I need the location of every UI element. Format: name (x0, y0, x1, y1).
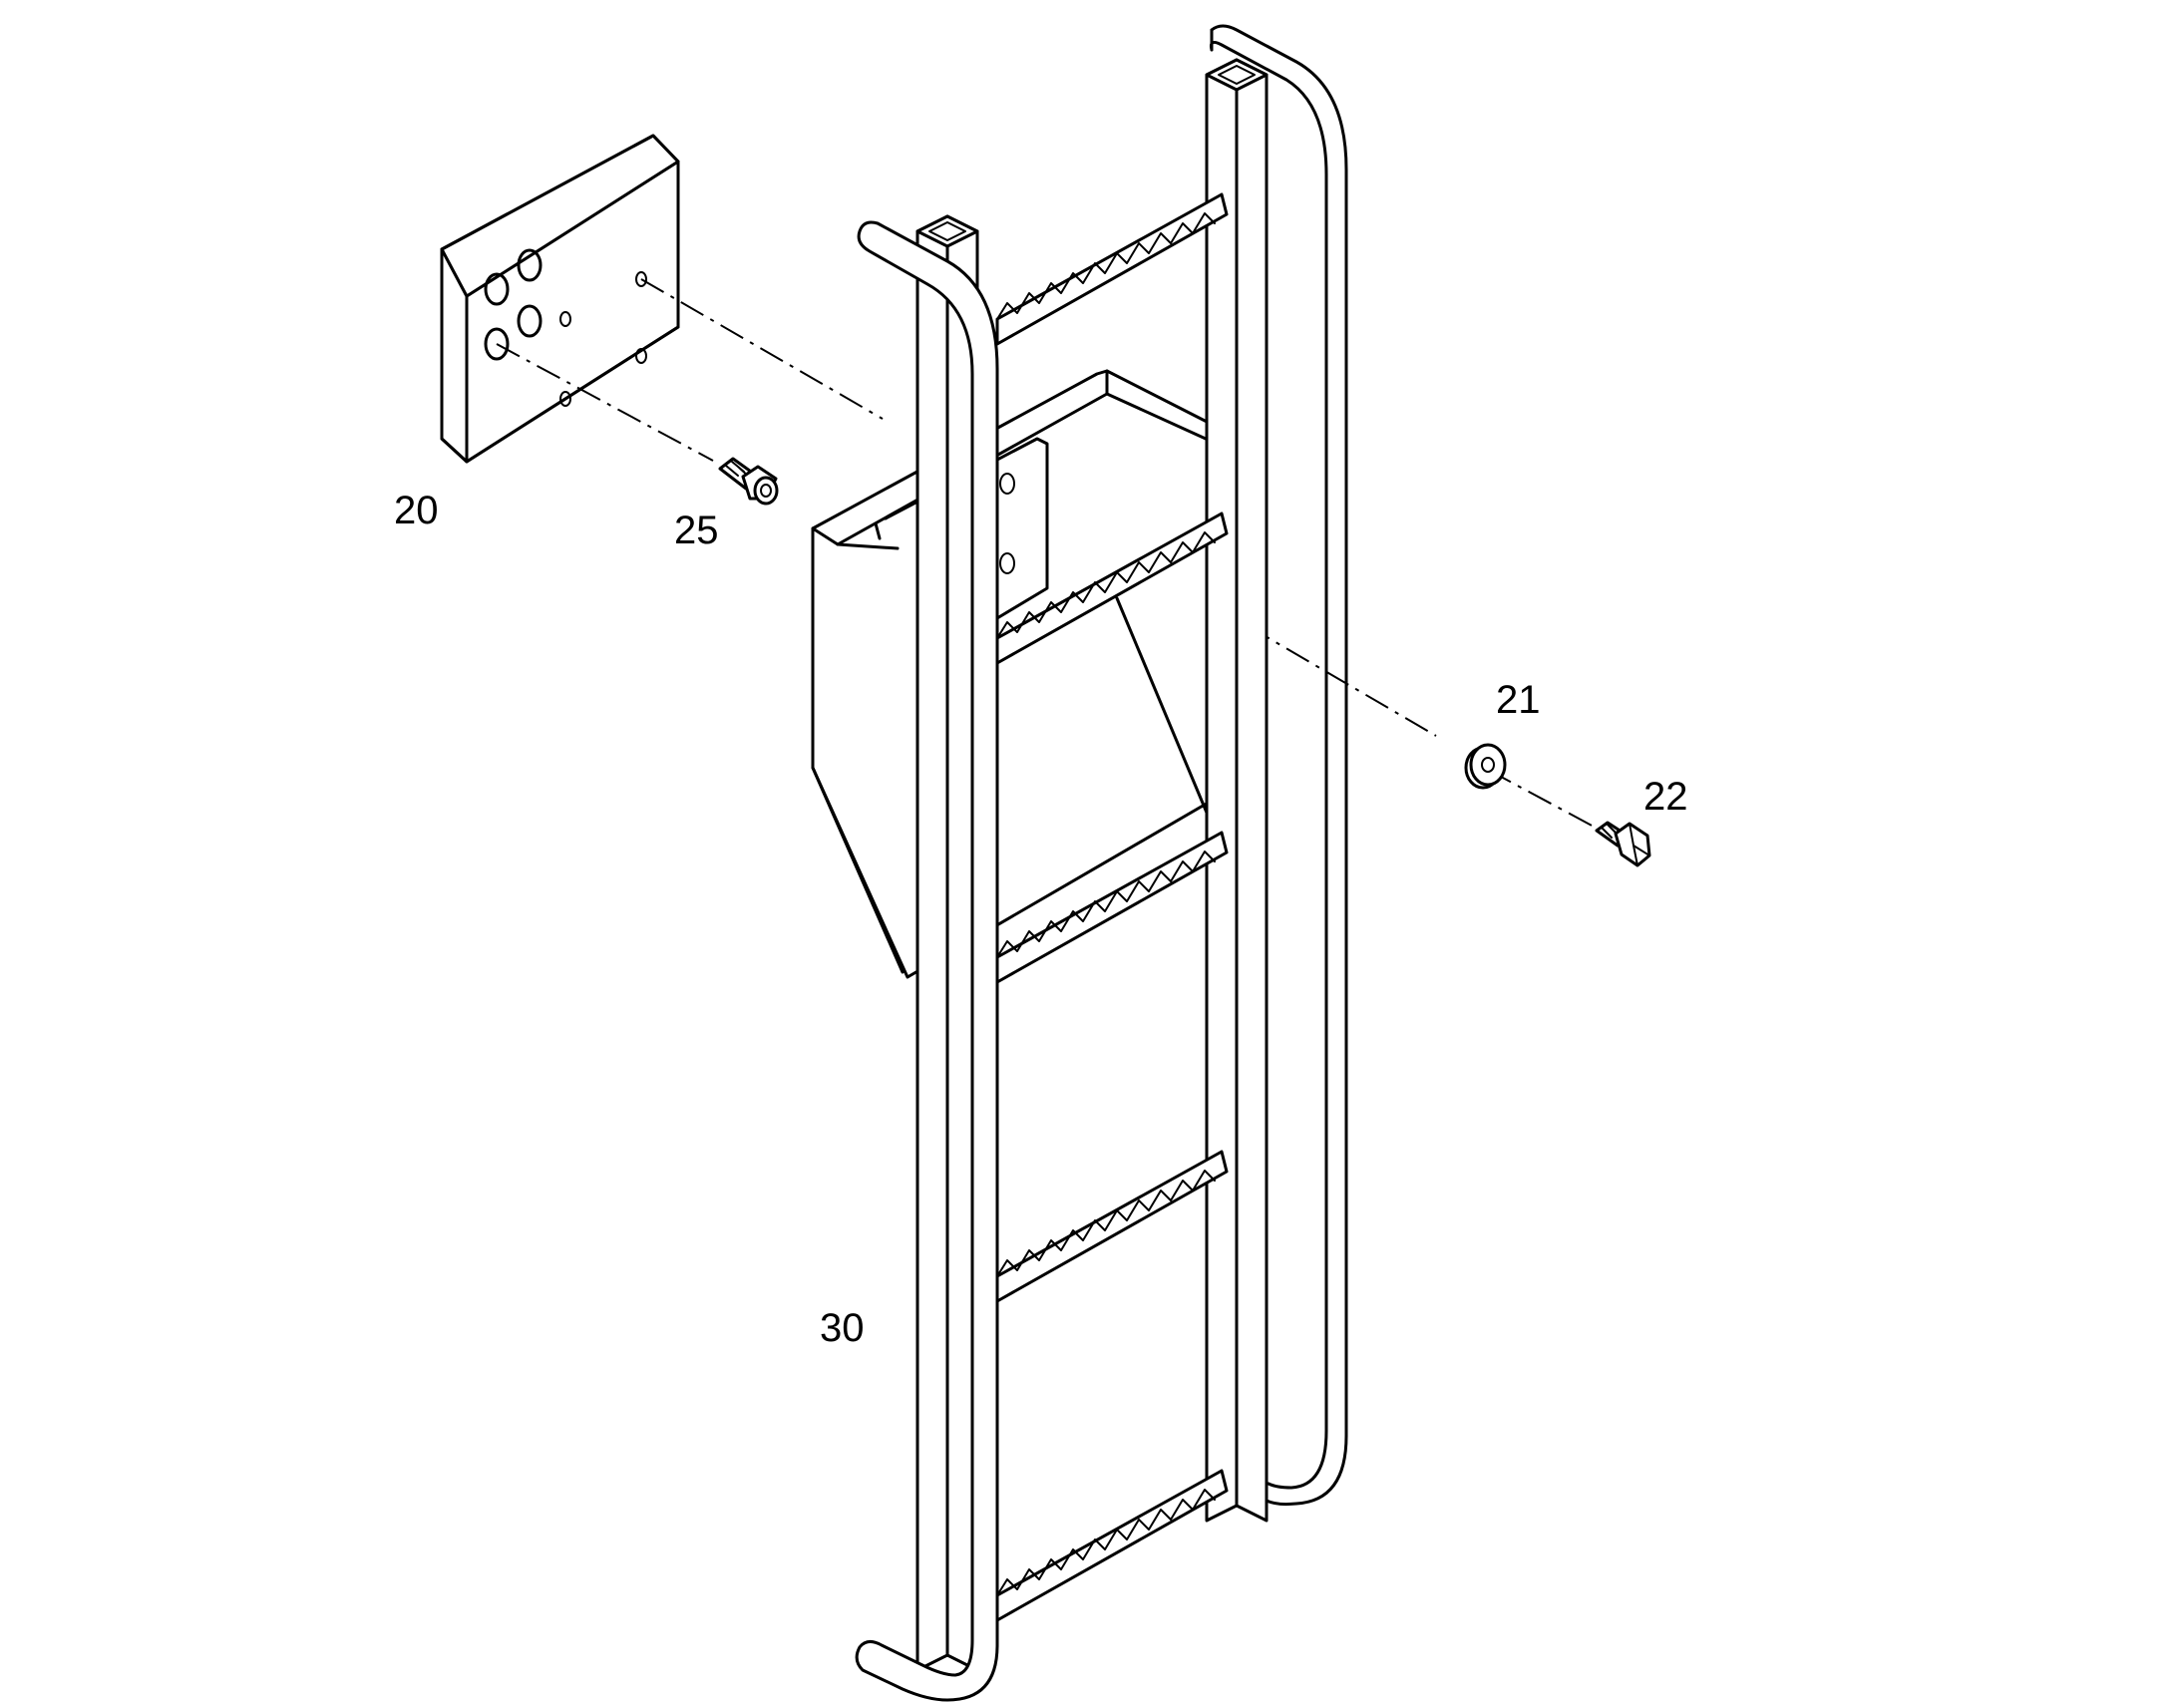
cap-screw-25 (718, 457, 779, 506)
right-handrail (1210, 24, 1348, 1507)
rung-1 (995, 192, 1229, 346)
mounting-plate (440, 134, 680, 464)
washer-21 (1464, 743, 1507, 790)
rung-4 (995, 1150, 1229, 1303)
callout-21: 21 (1496, 678, 1541, 722)
ladder-assembly-30 (811, 24, 1348, 1702)
callout-labels: 20 25 21 22 30 (394, 489, 1688, 1350)
callout-20: 20 (394, 489, 439, 532)
callout-22: 22 (1643, 775, 1688, 819)
hex-bolt-22 (1595, 821, 1651, 867)
left-handrail (855, 220, 999, 1702)
callout-25: 25 (674, 509, 719, 552)
left-post (915, 214, 979, 1672)
rung-5 (995, 1469, 1229, 1622)
callout-30: 30 (820, 1306, 865, 1350)
ladder-rungs (995, 192, 1229, 1622)
right-post (1205, 58, 1269, 1523)
